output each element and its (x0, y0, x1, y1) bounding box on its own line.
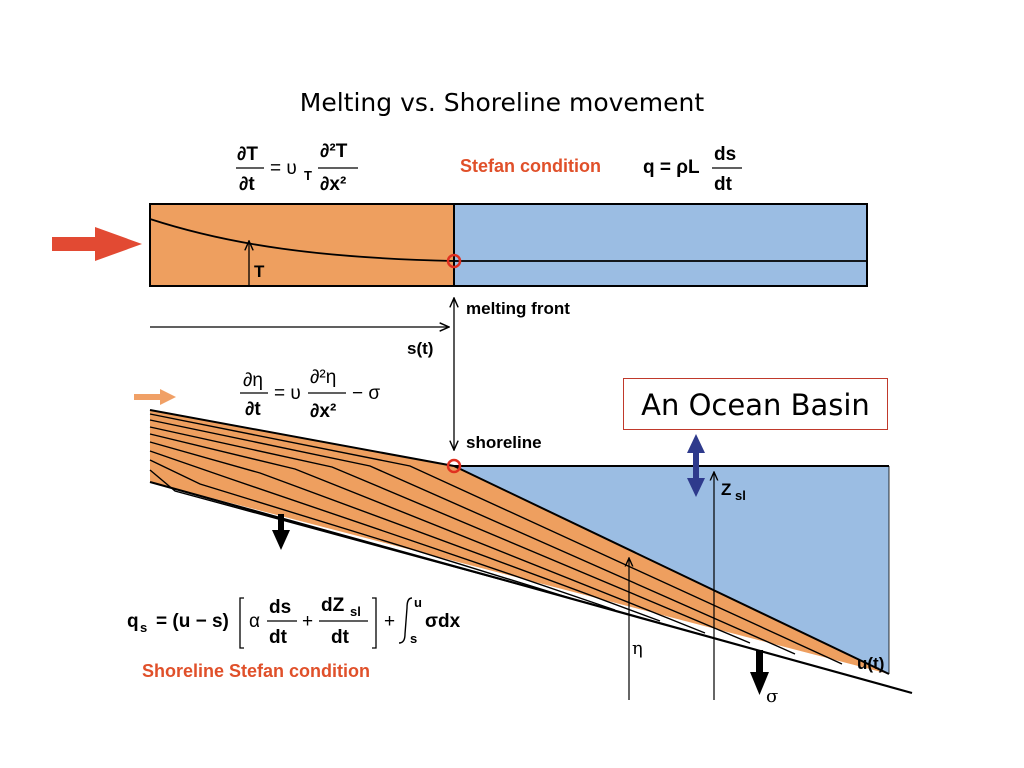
sea-level-sub: sl (735, 488, 746, 503)
flux-eq-int-lower: s (410, 631, 417, 646)
flux-eq-lhs-sub: s (140, 620, 147, 635)
melting-front-label: melting front (466, 299, 570, 318)
heat-eq-lhs-numerator: ∂T (237, 144, 258, 165)
heat-eq-coef-sub: T (304, 168, 312, 183)
solid-region (150, 204, 454, 286)
sea-level-change-arrow-icon (687, 434, 705, 497)
melting-slab: T (149, 203, 868, 287)
shoreline-marker (446, 458, 462, 474)
flux-eq-int-upper: u (414, 595, 422, 610)
flux-eq-t1-numerator: ds (269, 597, 291, 618)
temperature-label: T (254, 262, 265, 281)
sediment-wedge (150, 410, 889, 674)
sed-eq-rhs-denominator: ∂x² (310, 401, 336, 422)
flux-eq-t2-denominator: dt (331, 627, 350, 648)
sed-eq-lhs-numerator: ∂η (243, 370, 263, 391)
sedimentary-basin (149, 409, 913, 695)
heat-equation: ∂T ∂t = υ T ∂²T ∂x² (236, 141, 358, 195)
sediment-equation: ∂η ∂t = υ ∂²η ∂x² − σ (240, 367, 380, 422)
flux-eq-integrand: σdx (425, 611, 461, 632)
stefan-condition: Stefan condition q = ρL ds dt (460, 144, 742, 195)
melting-front-marker (446, 253, 462, 269)
elevation-label: η (632, 638, 643, 659)
flux-eq-plus: + (302, 611, 313, 632)
basement-line (149, 480, 913, 695)
shoreline-label: shoreline (466, 433, 542, 452)
sed-eq-tail: − σ (352, 383, 380, 404)
flux-eq-plus2: + (384, 611, 395, 632)
sediment-top (149, 409, 455, 467)
temperature-profile (149, 218, 455, 262)
subsidence-label: σ (766, 686, 778, 707)
sediment-supply-arrow-icon (134, 389, 176, 405)
heat-eq-relation: = υ (270, 158, 297, 179)
heat-eq-rhs-numerator: ∂²T (320, 141, 348, 162)
stefan-eq-lhs: q = ρL (643, 157, 700, 178)
slide-title: Melting vs. Shoreline movement (299, 88, 705, 117)
flux-equation: q s = (u − s) α ds dt + dZ sl dt + u s σ… (127, 595, 461, 649)
heat-eq-rhs-denominator: ∂x² (320, 174, 346, 195)
shoreline-stefan-label: Shoreline Stefan condition (142, 661, 370, 681)
sea-level-label: Z (721, 480, 731, 499)
heat-flux-arrow-icon (52, 227, 142, 261)
sed-eq-relation: = υ (274, 383, 301, 404)
liquid-region (454, 204, 867, 286)
subsidence-arrow-right-icon (750, 650, 769, 695)
flux-eq-lhs: q (127, 611, 139, 632)
sed-eq-lhs-denominator: ∂t (245, 399, 261, 420)
heat-eq-lhs-denominator: ∂t (239, 174, 255, 195)
flux-eq-relation: = (u − s) (156, 611, 229, 632)
flux-eq-alpha: α (249, 611, 260, 632)
front-position-label: s(t) (407, 339, 433, 358)
subsidence-arrow-left-icon (272, 514, 290, 550)
foreset-slope (453, 465, 890, 675)
flux-eq-t2-numerator-sub: sl (350, 604, 361, 619)
sed-eq-rhs-numerator: ∂²η (310, 367, 336, 388)
ocean-basin-callout: An Ocean Basin (623, 378, 888, 430)
stefan-condition-label: Stefan condition (460, 156, 601, 176)
stefan-eq-denominator: dt (714, 174, 733, 195)
flux-eq-t2-numerator: dZ (321, 595, 345, 616)
sediment-layers (149, 413, 843, 665)
flux-eq-t1-denominator: dt (269, 627, 288, 648)
basin-edge-label: u(t) (857, 654, 884, 673)
slab-outline (149, 203, 868, 287)
stefan-eq-numerator: ds (714, 144, 736, 165)
